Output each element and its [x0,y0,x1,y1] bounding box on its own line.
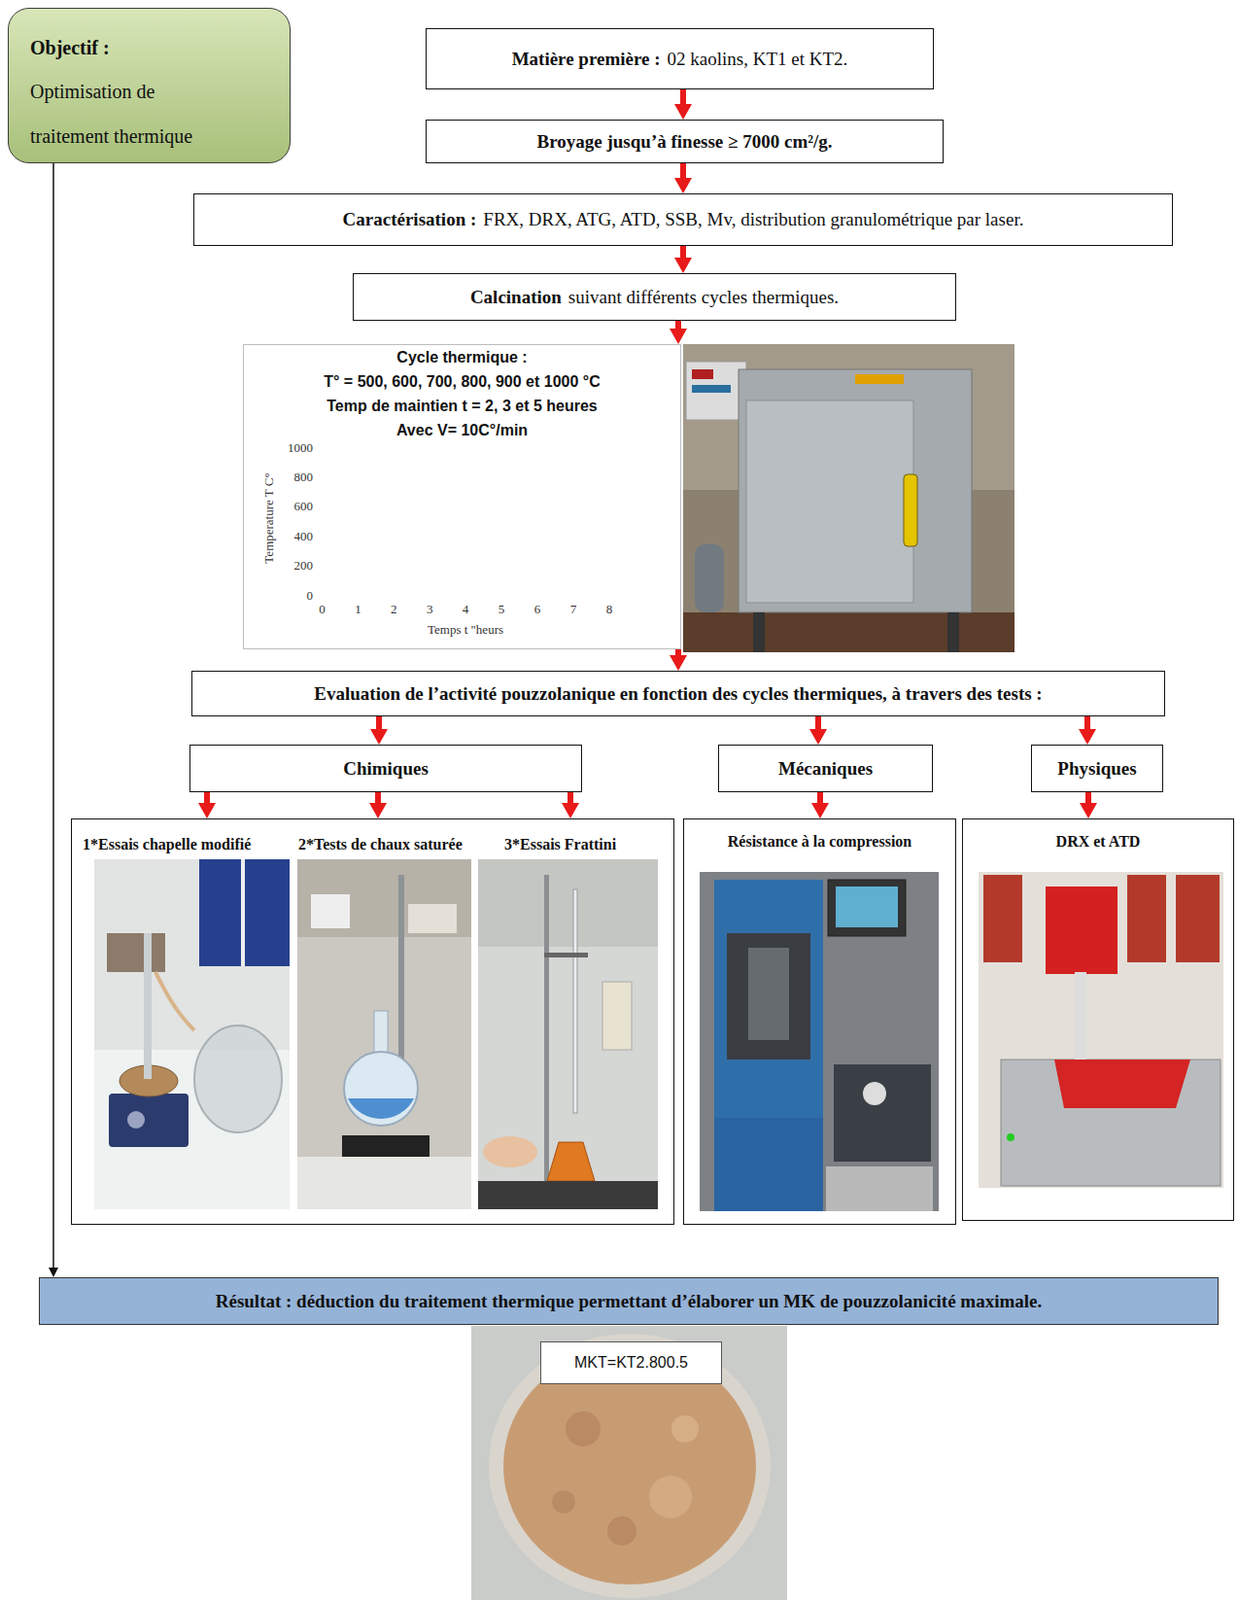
flow-arrow [815,716,822,735]
axis-tick: 0 [307,586,314,602]
sample-tag: MKT=KT2.800.5 [540,1341,723,1384]
axis-title: Temps t "heurs [427,621,504,637]
axis-tick: 8 [606,601,614,617]
flow-arrow [567,791,574,809]
test-panel: Résistance à la compression [683,818,957,1225]
flow-arrow [680,89,687,110]
furnace-photo [683,343,1015,653]
test-panel: DRX et ATD [962,818,1235,1221]
process-box: Calcination suivant différents cycles the… [352,273,957,321]
box-text: Chimiques [343,757,429,780]
box-text: Temp de maintien t = 2, 3 et 5 heures [326,393,597,418]
axis-tick: 7 [570,601,578,617]
process-box: Caractérisation :FRX, DRX, ATG, ATD, SSB… [193,193,1173,246]
box-text: Physiques [1057,757,1136,780]
box-text: Résistance à la compression [684,831,956,852]
box-text: Calcination [470,286,562,309]
flow-arrow [680,163,687,184]
flow-arrow [680,245,687,264]
box-text: Avec V= 10C°/min [396,417,528,443]
flow-arrow [817,791,824,809]
heading: Objectif : [30,26,230,69]
box-text: 3*Essais Frattini [504,834,617,855]
process-box: Evaluation de l’activité pouzzolanique e… [191,670,1166,717]
press-photo [699,871,939,1211]
test-panel: 1*Essais chapelle modifié 2*Tests de chau… [70,818,675,1225]
powder-photo [471,1325,788,1600]
flow-arrow [204,791,210,809]
box-text: Caractérisation : [343,208,478,231]
category-box: Chimiques [189,744,583,792]
flow-arrow [1085,791,1092,809]
process-box: Matière première : 02 kaolins, KT1 et KT2… [425,28,934,90]
flow-arrow [376,716,382,735]
axis-tick: 200 [294,557,314,573]
category-box: Physiques [1031,744,1164,792]
axis-tick: 0 [318,601,326,617]
axis-tick: 800 [294,469,314,484]
axis-tick: 2 [390,601,398,617]
flow-arrow [675,320,682,335]
box-text: FRX, DRX, ATG, ATD, SSB, Mv, distributio… [482,208,1024,231]
flow-arrow [375,791,381,809]
drx-atd-photo [978,871,1224,1188]
axis-tick: 1000 [287,439,313,454]
objective-box: Objectif :Optimisation de traitement the… [7,7,291,164]
box-text: Résultat : déduction du traitement therm… [215,1290,1043,1312]
axis-tick: 1 [354,601,362,617]
box-text: Mécaniques [778,757,873,780]
box-text: 2*Tests de chaux saturée [298,834,463,855]
category-box: Mécaniques [718,744,933,792]
axis-title: Temperature T C° [261,472,276,563]
flow-arrow [675,649,682,661]
objective-arrow [52,163,55,1270]
box-text: MKT=KT2.800.5 [574,1353,688,1372]
box-text: suivant différents cycles thermiques. [568,286,839,309]
frattini-photo [478,859,658,1209]
process-box: Broyage jusqu’à finesse ≥ 7000 cm²/g. [425,119,944,164]
chaux-photo [297,859,472,1209]
box-text: Evaluation de l’activité pouzzolanique e… [313,683,1042,705]
box-text: Optimisation de traitement thermique [30,68,230,159]
axis-tick: 400 [294,527,314,543]
chart-panel: Cycle thermique :T° = 500, 600, 700, 800… [242,343,682,650]
axis-tick: 6 [534,601,542,617]
result-box: Résultat : déduction du traitement therm… [38,1276,1219,1325]
chapelle-photo [94,859,290,1209]
flow-arrow [1084,716,1091,735]
box-text: 1*Essais chapelle modifié [82,834,251,855]
axis-tick: 5 [498,601,506,617]
axis-tick: 600 [294,498,314,514]
box-text: Matière première : [512,48,661,70]
box-text: T° = 500, 600, 700, 800, 900 et 1000 °C [323,369,601,394]
box-text: DRX et ATD [962,831,1234,852]
box-text: 02 kaolins, KT1 et KT2. [667,48,849,70]
axis-tick: 4 [462,601,470,617]
box-text: Cycle thermique : [396,344,527,370]
box-text: Broyage jusqu’à finesse ≥ 7000 cm²/g. [537,131,833,153]
axis-tick: 3 [426,601,434,617]
